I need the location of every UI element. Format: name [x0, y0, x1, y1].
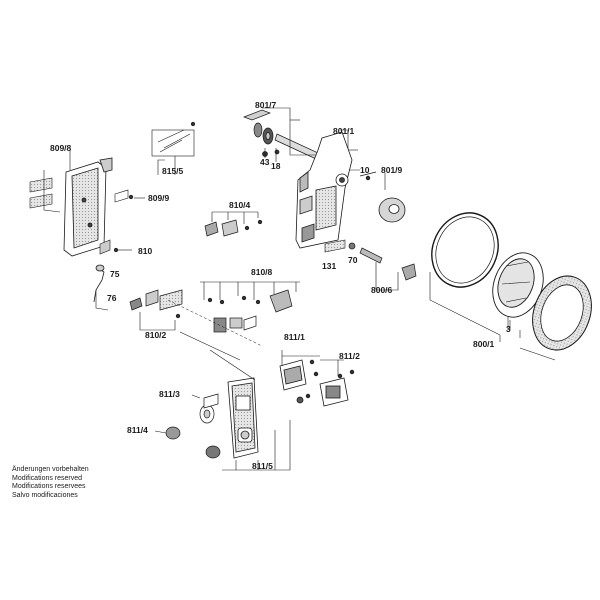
disclaimer-line-fr: Modifications reservees — [12, 483, 86, 491]
disclaimer-line-en: Modifications reserved — [12, 474, 83, 482]
handle-housing — [63, 157, 113, 257]
assembly-dashed-line — [167, 299, 263, 347]
display-811-1 — [279, 359, 319, 391]
callout-815-5: 815/5 — [162, 166, 184, 176]
callout-43: 43 — [260, 157, 270, 167]
switch-810-2 — [129, 289, 183, 319]
callout-75: 75 — [110, 269, 120, 279]
brake-disc — [378, 197, 406, 223]
callout-801-7: 801/7 — [255, 100, 277, 110]
gear-housing — [295, 131, 377, 249]
callout-801-9: 801/9 — [381, 165, 403, 175]
callout-800-6: 800/6 — [371, 285, 393, 295]
leader-lines-810-4 — [211, 211, 259, 224]
callout-800-1: 800/1 — [473, 339, 495, 349]
callout-801-1: 801/1 — [333, 126, 355, 136]
module-811-2 — [296, 369, 355, 407]
leader-lines-810-8 — [179, 281, 300, 361]
cable-75-76 — [93, 264, 105, 303]
disclaimer-line-es: Salvo modificaciones — [12, 491, 78, 499]
small-parts-811 — [165, 393, 221, 459]
callout-18: 18 — [271, 161, 281, 171]
callout-809-8: 809/8 — [50, 143, 72, 153]
disclaimer-line-de: Änderungen vorbehalten — [12, 466, 89, 473]
callout-811-5: 811/5 — [252, 461, 273, 471]
label-plates-809 — [29, 177, 134, 255]
callout-131: 131 — [322, 261, 337, 271]
electronics-810-8 — [207, 289, 293, 333]
callout-811-1: 811/1 — [284, 332, 305, 342]
control-panel — [227, 377, 259, 459]
leader-lines-left — [43, 150, 176, 331]
callout-811-4: 811/4 — [127, 425, 148, 435]
callout-810: 810 — [138, 246, 153, 256]
callout-810-2: 810/2 — [145, 330, 167, 340]
callout-76: 76 — [107, 293, 117, 303]
callout-810-8: 810/8 — [251, 267, 273, 277]
leader-lines-811 — [154, 349, 344, 471]
callout-809-9: 809/9 — [148, 193, 170, 203]
leader-lines-right — [375, 262, 556, 361]
callout-10: 10 — [360, 165, 370, 175]
callout-810-4: 810/4 — [229, 200, 251, 210]
screw-set-815-5 — [151, 121, 196, 157]
callout-70: 70 — [348, 255, 358, 265]
switch-block-810-4 — [204, 219, 263, 237]
callout-3: 3 — [506, 324, 511, 334]
front-cover — [492, 252, 544, 318]
modifications-disclaimer: Änderungen vorbehalten Modifications res… — [12, 466, 89, 500]
callout-811-2: 811/2 — [339, 351, 360, 361]
callout-811-3: 811/3 — [159, 389, 180, 399]
small-nameplate-131 — [324, 239, 346, 253]
screw-800-6 — [348, 242, 417, 281]
outer-lens-ring — [532, 275, 592, 351]
gasket-ring — [431, 212, 499, 288]
